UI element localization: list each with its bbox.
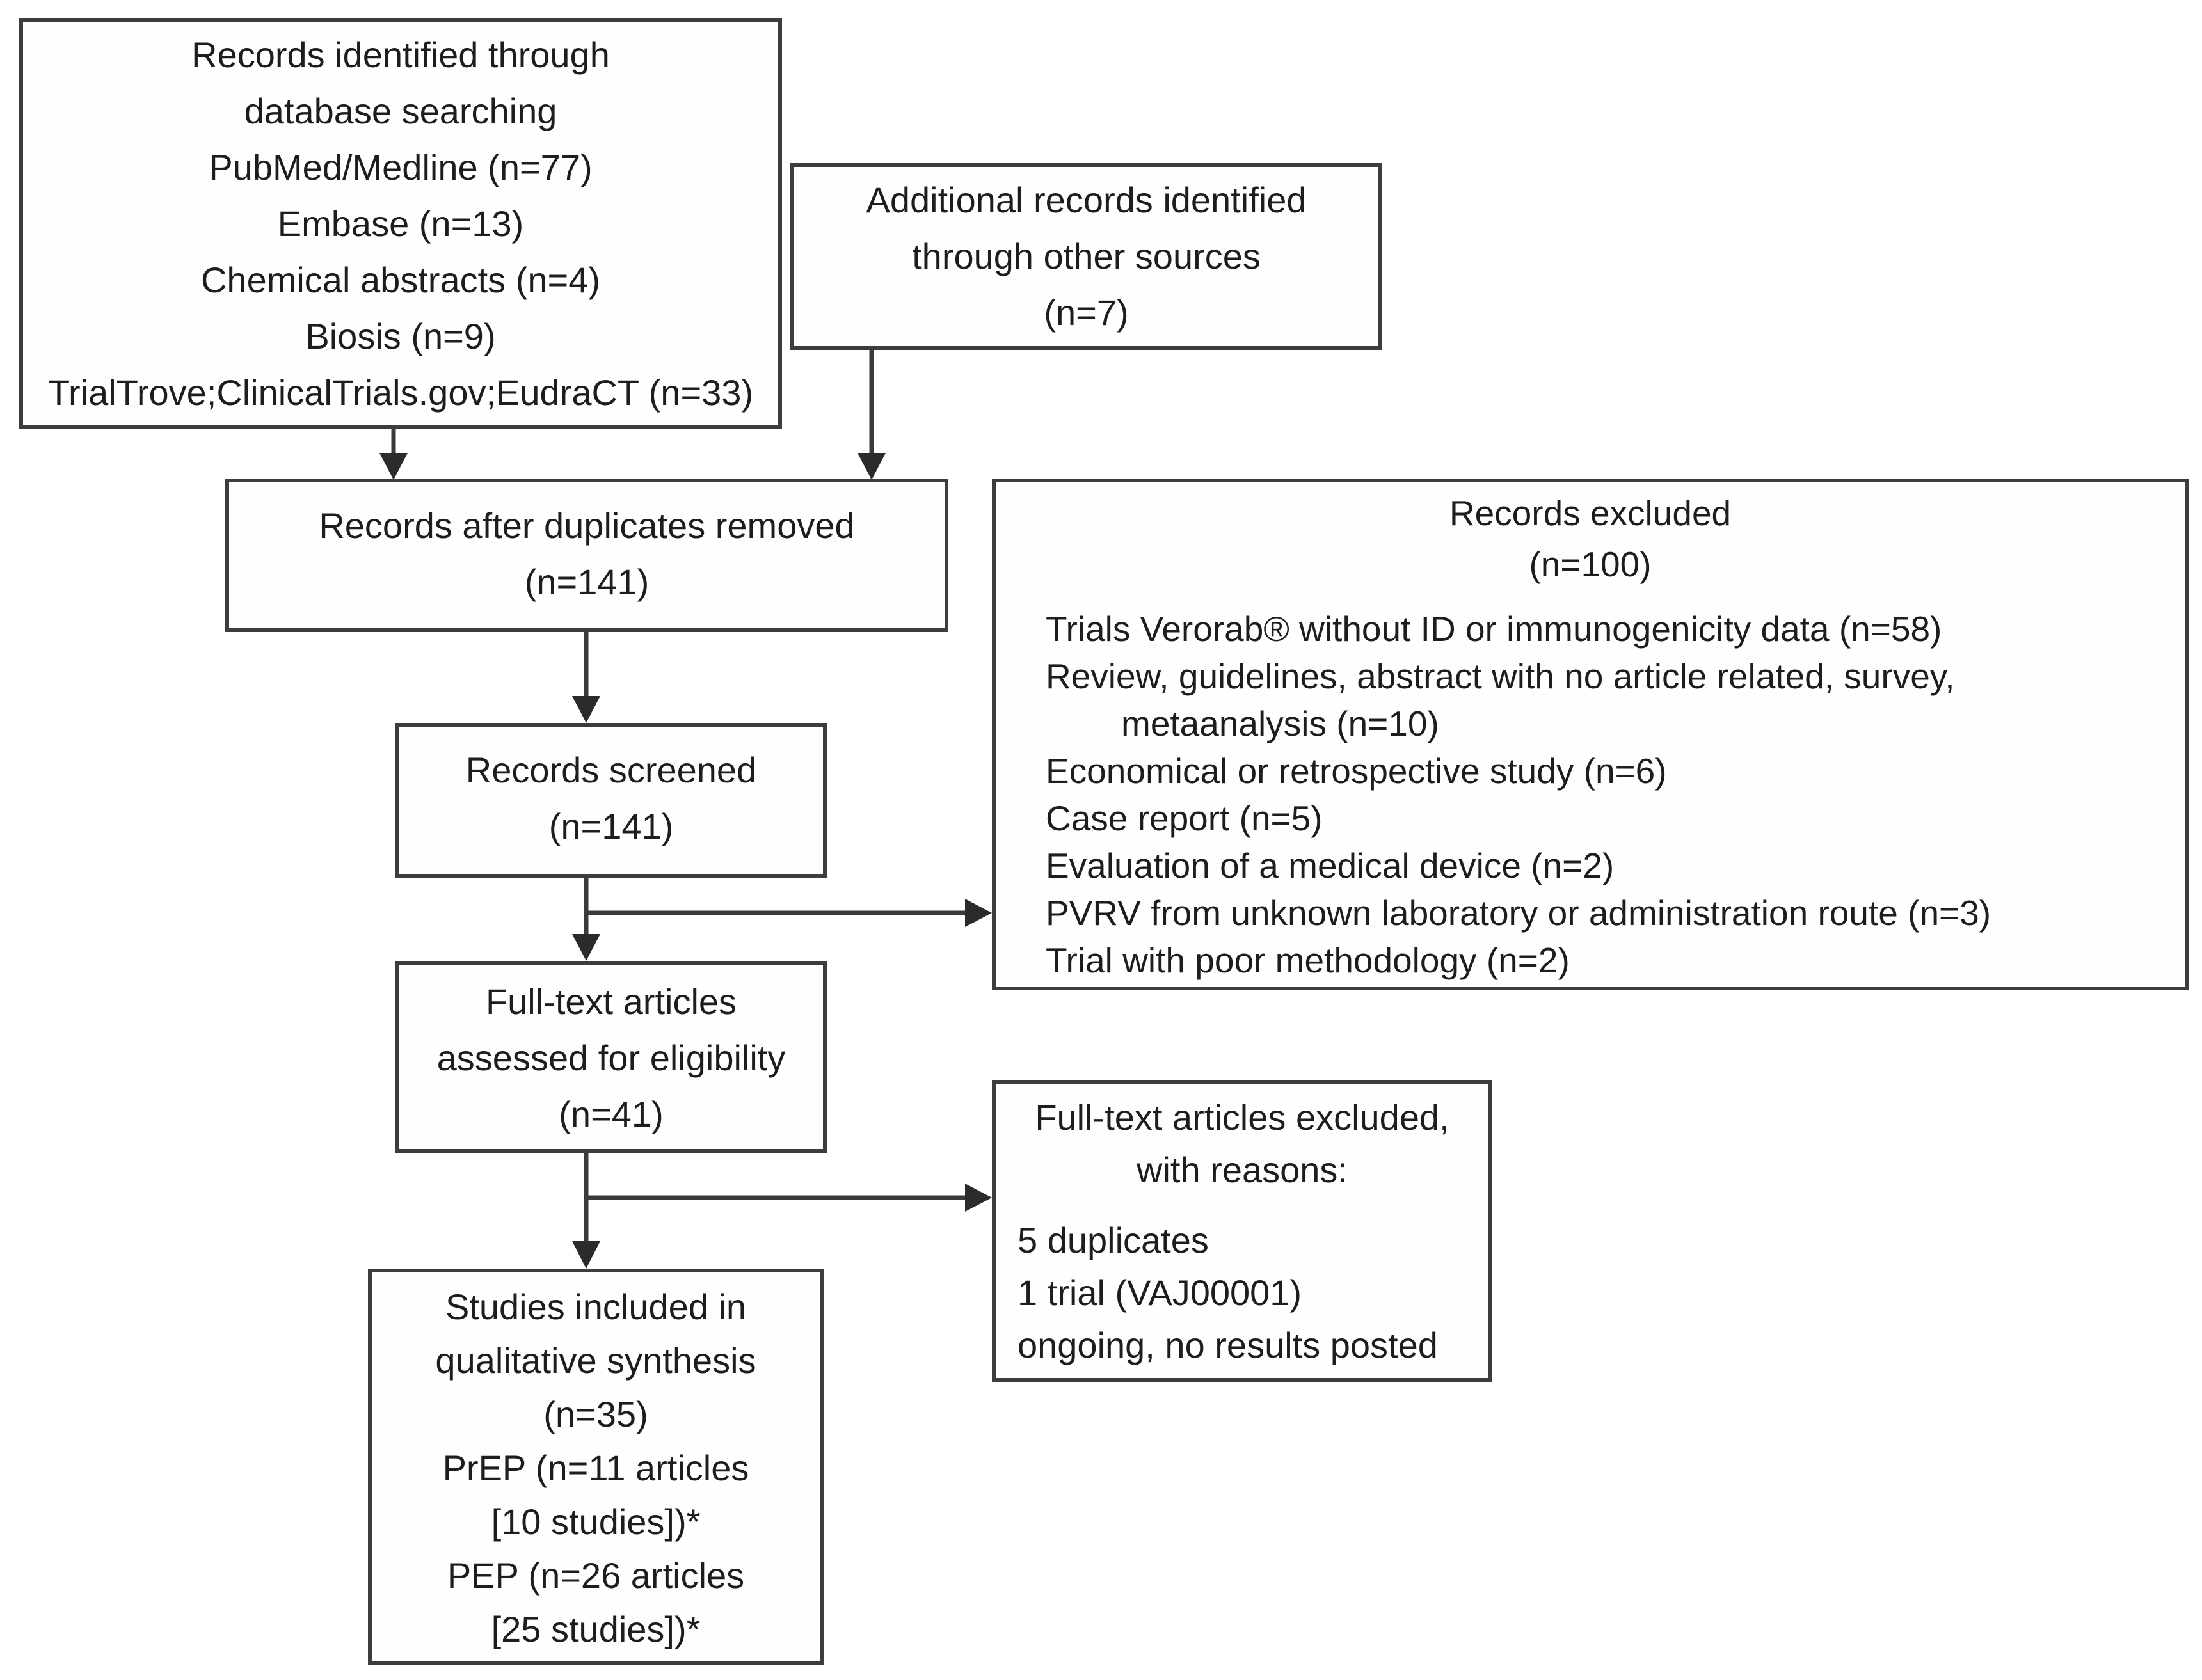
text-line: (n=141) [548, 806, 674, 846]
text-line: assessed for eligibility [436, 1038, 786, 1078]
text-line: (n=7) [1044, 292, 1129, 333]
text-line: 5 duplicates [1017, 1220, 1209, 1260]
text-line: Trial with poor methodology (n=2) [1046, 940, 1570, 980]
text-line: Biosis (n=9) [305, 316, 496, 356]
text-line: PubMed/Medline (n=77) [209, 147, 593, 187]
arrow-screened-to-fulltext [572, 878, 600, 961]
text-line: Additional records identified [866, 180, 1307, 220]
box-fulltext-excluded: Full-text articles excluded, with reason… [992, 1080, 1492, 1382]
text-line: Records identified through [191, 35, 610, 75]
box-records-after-duplicates: Records after duplicates removed (n=141) [225, 479, 948, 632]
text-line: with reasons: [1137, 1150, 1348, 1190]
text-line: metaanalysis (n=10) [1121, 704, 1439, 743]
arrow-duplicates-to-screened [572, 632, 600, 723]
text-line: Review, guidelines, abstract with no art… [1046, 656, 1955, 696]
text-line: (n=35) [543, 1394, 648, 1434]
text-line: Case report (n=5) [1046, 798, 1323, 838]
box-additional-records: Additional records identified through ot… [790, 163, 1382, 350]
text-line: Records screened [465, 750, 757, 790]
arrow-identified-to-duplicates [379, 427, 408, 480]
box-fulltext-assessed: Full-text articles assessed for eligibil… [395, 961, 827, 1153]
text-line: [25 studies])* [491, 1609, 701, 1649]
arrow-additional-to-duplicates [858, 349, 886, 480]
text-line: (n=41) [559, 1094, 664, 1134]
text-line: database searching [244, 91, 557, 131]
text-line: (n=141) [524, 562, 650, 602]
text-line: Trials Verorab® without ID or immunogeni… [1046, 609, 1942, 649]
text-line: Full-text articles excluded, [1035, 1097, 1449, 1137]
box-records-identified: Records identified through database sear… [19, 18, 782, 429]
text-line: Evaluation of a medical device (n=2) [1046, 846, 1615, 885]
text-line: 1 trial (VAJ00001) [1017, 1272, 1302, 1313]
box-studies-included: Studies included in qualitative synthesi… [368, 1269, 824, 1665]
text-line: TrialTrove;ClinicalTrials.gov;EudraCT (n… [47, 372, 754, 413]
text-line: (n=100) [1529, 544, 1652, 584]
text-line: Studies included in [445, 1287, 747, 1327]
text-line: Chemical abstracts (n=4) [200, 260, 600, 300]
text-line: Records excluded [1449, 493, 1732, 533]
text-line: PrEP (n=11 articles [442, 1448, 749, 1488]
text-line: Embase (n=13) [277, 203, 524, 244]
text-line: Full-text articles [485, 981, 737, 1022]
arrow-screened-to-records-excluded [584, 899, 992, 927]
text-line: Economical or retrospective study (n=6) [1046, 751, 1667, 791]
text-line: PEP (n=26 articles [447, 1555, 745, 1596]
arrow-fulltext-to-included [572, 1153, 600, 1269]
box-records-screened: Records screened (n=141) [395, 723, 827, 878]
box-records-excluded: Records excluded (n=100) Trials Verorab®… [992, 479, 2189, 990]
text-line: through other sources [912, 236, 1261, 276]
text-line: [10 studies])* [491, 1502, 701, 1542]
arrow-fulltext-to-ft-excluded [584, 1184, 992, 1212]
text-line: PVRV from unknown laboratory or administ… [1046, 893, 1991, 933]
text-line: qualitative synthesis [435, 1340, 756, 1381]
text-line: ongoing, no results posted [1017, 1325, 1438, 1365]
text-line: Records after duplicates removed [319, 505, 855, 546]
